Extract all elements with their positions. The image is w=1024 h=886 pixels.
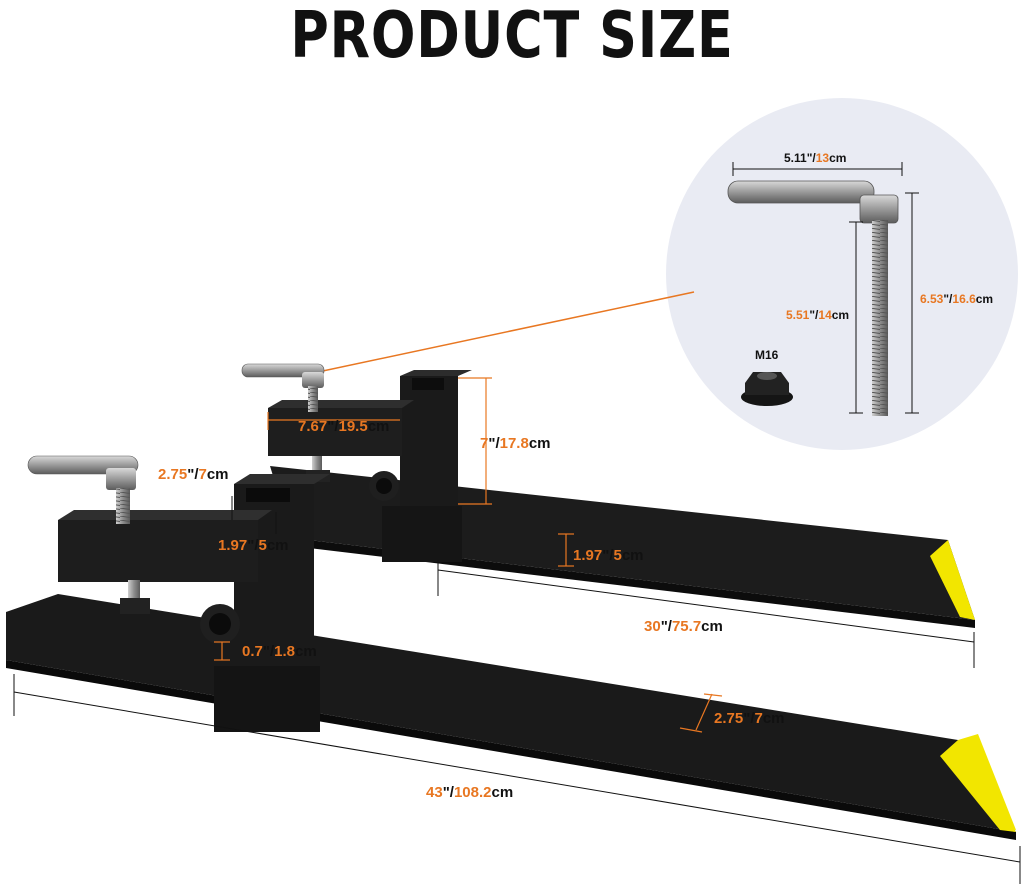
- dim-label-bolt-height: 6.53"/16.6cm: [920, 292, 993, 306]
- detail-leader-line: [317, 291, 695, 373]
- dim-label-upright-height: 7"/17.8cm: [480, 435, 551, 452]
- detail-dimension-lines: [732, 162, 919, 414]
- dim-label-wall-thickness: 0.7"/1.8cm: [242, 643, 317, 660]
- back-fork: [241, 363, 975, 628]
- dim-label-fork-height: 1.97"/5cm: [573, 547, 644, 564]
- page-title: PRODUCT SIZE: [290, 0, 734, 73]
- main-dimension-lines: [13, 377, 1021, 884]
- dim-label-fork-top-length: 30"/75.7cm: [644, 618, 723, 635]
- dim-label-bolt-length: 5.11"/13cm: [784, 151, 846, 165]
- detail-bolt-image: [727, 180, 899, 416]
- dim-label-bolt-thread: 5.51"/14cm: [786, 308, 849, 322]
- dim-label-upright-width: 2.75"/7cm: [158, 466, 229, 483]
- dim-label-fork-width: 2.75"/7cm: [714, 710, 785, 727]
- dim-label-clamp-length: 7.67"/19.5cm: [298, 418, 389, 435]
- detail-nut-image: [741, 372, 793, 406]
- front-fork: [6, 455, 1016, 840]
- dim-label-upright-depth: 1.97"/5cm: [218, 537, 289, 554]
- dim-label-fork-total-length: 43"/108.2cm: [426, 784, 513, 801]
- dim-label-nut-size: M16: [755, 348, 779, 362]
